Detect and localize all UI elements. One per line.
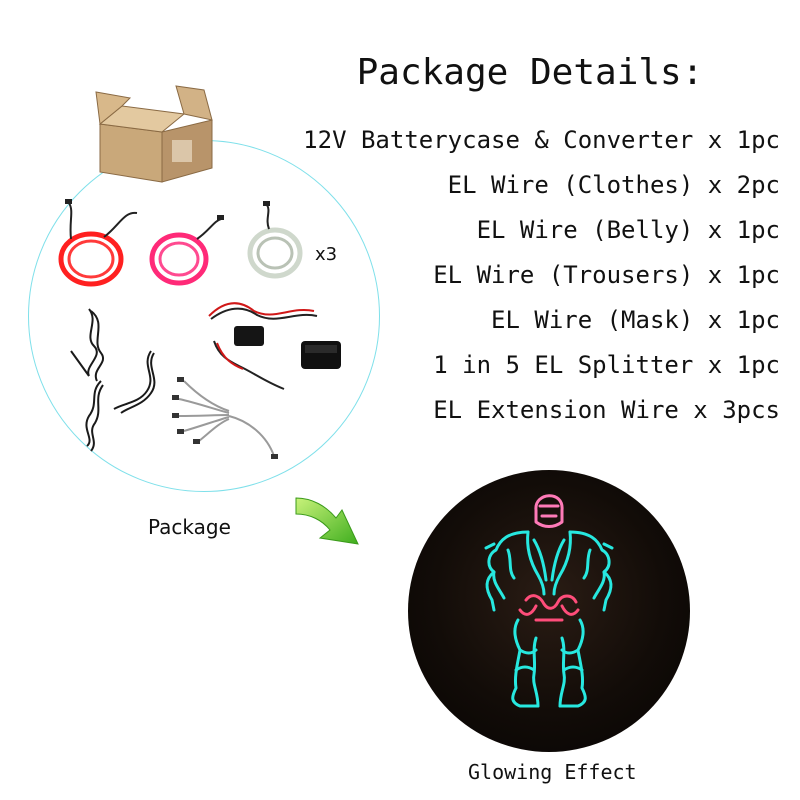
pink-el-wire-coil [149,215,224,286]
package-contents-circle [28,140,380,492]
clothes-glow [484,530,614,708]
package-item: EL Wire (Trousers) x 1pc [433,261,780,289]
package-details-title: Package Details: [356,52,704,93]
cardboard-box-icon [92,84,222,184]
battery-converter-boxes [208,302,341,390]
belly-glow [518,594,580,622]
package-item: EL Wire (Clothes) x 2pc [447,171,780,199]
glowing-effect-image [408,470,690,752]
down-right-arrow-icon [292,492,387,552]
package-item: EL Extension Wire x 3pcs [433,396,780,424]
glowing-effect-caption: Glowing Effect [468,760,637,784]
package-item: 12V Batterycase & Converter x 1pc [303,126,780,154]
glowing-suit-figure [484,494,614,708]
package-item: EL Wire (Belly) x 1pc [476,216,780,244]
extension-wires [70,308,156,452]
package-caption: Package [148,515,231,539]
mask-glow [534,494,564,528]
quantity-multiplier-label: x3 [315,244,338,265]
package-item: 1 in 5 EL Splitter x 1pc [433,351,780,379]
red-el-wire-coil [58,199,138,287]
package-item-list: 12V Batterycase & Converter x 1pc EL Wir… [303,118,780,433]
splitter-cable [172,377,278,459]
package-item: EL Wire (Mask) x 1pc [491,306,780,334]
white-el-wire-coil [247,201,303,279]
package-contents-illustration [58,199,341,459]
